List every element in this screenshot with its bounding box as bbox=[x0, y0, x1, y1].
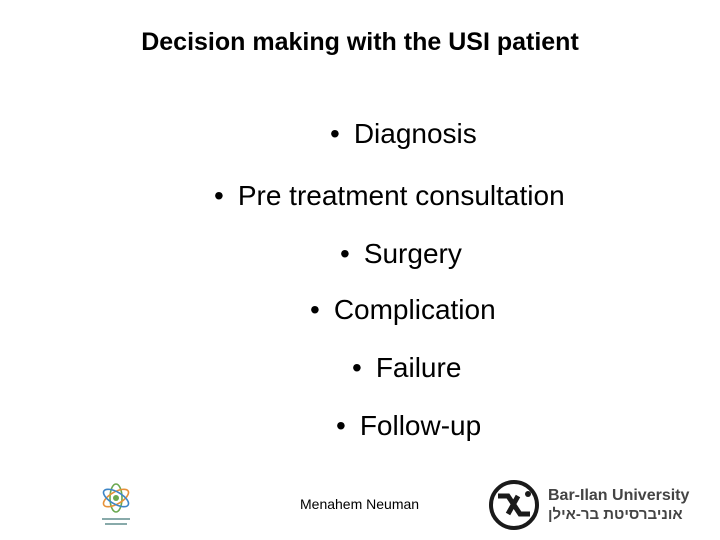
bullet-marker: • bbox=[336, 410, 346, 441]
university-name-hebrew: אוניברסיטת בר-אילן bbox=[548, 506, 683, 523]
university-name: Bar-Ilan University bbox=[548, 487, 690, 504]
bullet-item: • Pre treatment consultation bbox=[214, 180, 565, 212]
bullet-marker: • bbox=[310, 294, 320, 325]
bullet-item: • Follow-up bbox=[336, 410, 481, 442]
bullet-text: Complication bbox=[333, 294, 496, 325]
bullet-item: • Failure bbox=[352, 352, 461, 384]
slide-title: Decision making with the USI patient bbox=[141, 28, 579, 56]
footer-author: Menahem Neuman bbox=[300, 496, 420, 512]
bullet-text: Pre treatment consultation bbox=[237, 180, 565, 211]
bullet-text: Follow-up bbox=[359, 410, 482, 441]
bullet-item: • Surgery bbox=[340, 238, 462, 270]
bullet-marker: • bbox=[340, 238, 350, 269]
bar-ilan-logo-icon bbox=[489, 480, 539, 530]
bullet-marker: • bbox=[330, 118, 340, 149]
bullet-item: • Complication bbox=[310, 294, 496, 326]
bullet-marker: • bbox=[214, 180, 224, 211]
bullet-item: • Diagnosis bbox=[330, 118, 477, 150]
bullet-marker: • bbox=[352, 352, 362, 383]
bullet-text: Failure bbox=[375, 352, 462, 383]
bullet-text: Diagnosis bbox=[353, 118, 477, 149]
flower-logo-icon bbox=[102, 483, 130, 525]
bullet-text: Surgery bbox=[363, 238, 462, 269]
